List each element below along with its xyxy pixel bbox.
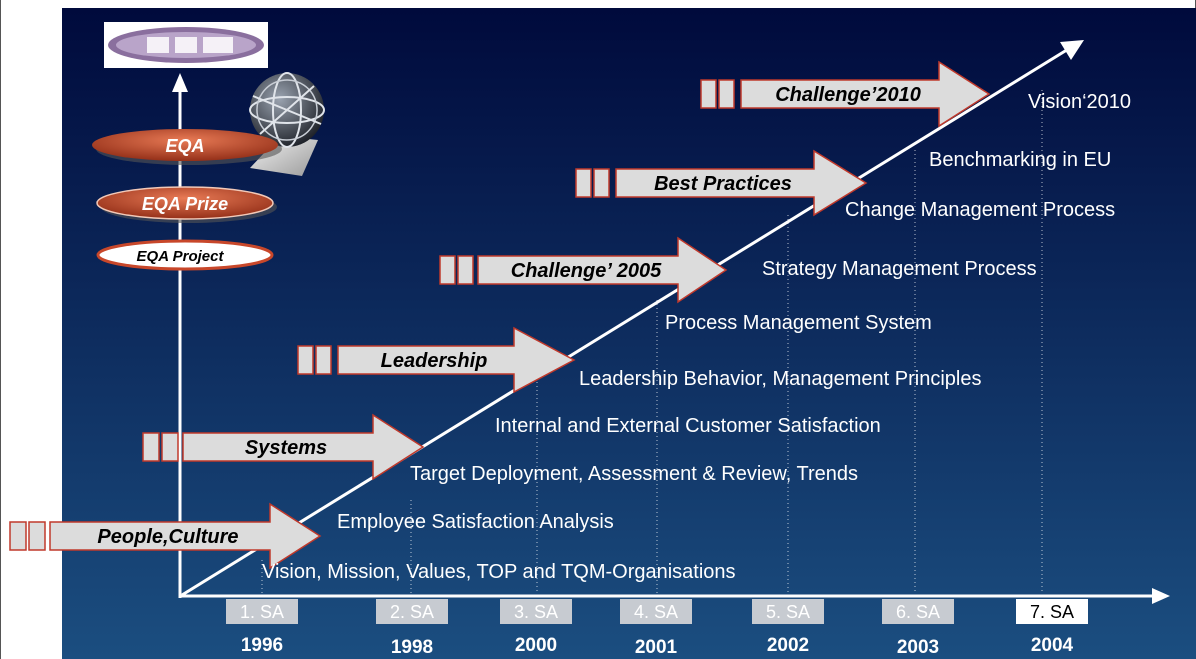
assessment-label: 4. SA [634, 602, 678, 622]
milestone-step: Internal and External Customer Satisfact… [495, 415, 881, 437]
phase-arrow-tail [142, 432, 160, 462]
assessment-year: 2002 [767, 635, 809, 656]
self-assessment-timeline: 1. SA 1996 2. SA 1998 3. SA 2000 4. SA 2001 5. S… [226, 599, 1088, 658]
maturity-axis [172, 73, 188, 598]
milestone-step: Target Deployment, Assessment & Review, … [410, 463, 858, 485]
milestone-step: Benchmarking in EU [929, 149, 1111, 171]
phase-label: Leadership [381, 350, 488, 372]
assessment-year: 2000 [515, 635, 557, 656]
phase-arrow: People,Culture [9, 502, 322, 570]
phase-arrow-tail [700, 79, 717, 109]
assessment-item: 3. SA 2000 [500, 599, 572, 656]
phase-label: Challenge’ 2005 [511, 260, 662, 282]
milestone-step: Vision, Mission, Values, TOP and TQM-Org… [262, 561, 736, 583]
phase-arrow-body [49, 502, 322, 570]
award-eqa-prize: EQA Prize [96, 186, 277, 223]
phase-label: Challenge’2010 [775, 84, 921, 106]
assessment-year: 1996 [241, 635, 283, 656]
phase-arrow-tail [575, 168, 592, 198]
award-eqa-project: EQA Project [96, 239, 274, 271]
phase-arrow-tail [315, 345, 332, 375]
phase-arrow-tail [161, 432, 179, 462]
assessment-label-box [620, 599, 692, 624]
organization-logo [104, 22, 268, 68]
assessment-label: 7. SA [1030, 602, 1074, 622]
assessment-label: 2. SA [390, 602, 434, 622]
phase-arrow: Challenge’ 2005 [439, 236, 728, 304]
assessment-label: 3. SA [514, 602, 558, 622]
phase-arrow: Systems [142, 413, 425, 481]
page-border-left [0, 0, 1, 659]
milestone-step: Vision‘2010 [1028, 91, 1131, 113]
phase-arrow: Best Practices [575, 149, 868, 217]
year-guides [261, 90, 1043, 594]
assessment-item: 4. SA 2001 [620, 599, 692, 658]
milestone-step: Strategy Management Process [762, 258, 1037, 280]
assessment-item: 2. SA 1998 [376, 599, 448, 658]
phase-arrow: Leadership [297, 326, 576, 394]
award-eqa-label: EQA [165, 136, 204, 156]
phase-arrow-tail [457, 255, 474, 285]
growth-diagonal-arrow [181, 40, 1084, 597]
assessment-item: 5. SA 2002 [752, 599, 824, 656]
phase-arrow-tail [28, 521, 46, 551]
milestone-step: Leadership Behavior, Management Principl… [579, 368, 981, 390]
milestone-step: Process Management System [665, 312, 932, 334]
phase-label: Best Practices [654, 173, 792, 195]
phase-arrow-body [615, 149, 868, 217]
assessment-label-box [752, 599, 824, 624]
award-eqa-project-label: EQA Project [137, 248, 225, 265]
phase-arrow-body [740, 60, 991, 128]
phase-arrow-tail [297, 345, 314, 375]
assessment-label: 6. SA [896, 602, 940, 622]
assessment-label-box [500, 599, 572, 624]
phase-arrow-tail [593, 168, 610, 198]
milestone-step: Employee Satisfaction Analysis [337, 511, 614, 533]
phase-arrow-body [182, 413, 425, 481]
assessment-year: 1998 [391, 637, 433, 658]
assessment-label-box [882, 599, 954, 624]
milestone-step: Change Management Process [845, 199, 1115, 221]
assessment-label-box [226, 599, 298, 624]
assessment-item: 1. SA 1996 [226, 599, 298, 656]
phase-arrow-body [477, 236, 728, 304]
assessment-year: 2001 [635, 637, 678, 658]
award-eqa-prize-label: EQA Prize [142, 194, 228, 214]
globe-trophy-icon [249, 72, 325, 176]
phase-arrows: People,Culture Systems Leadership Challenge… [9, 60, 991, 570]
phase-arrow: Challenge’2010 [700, 60, 991, 128]
phase-label: Systems [245, 437, 327, 459]
phase-arrow-tail [9, 521, 27, 551]
assessment-label-box [1016, 599, 1088, 624]
phase-arrow-tail [439, 255, 456, 285]
assessment-label: 1. SA [240, 602, 284, 622]
phase-arrow-body [337, 326, 576, 394]
milestone-steps: Vision, Mission, Values, TOP and TQM-Org… [262, 91, 1131, 583]
time-axis [180, 588, 1170, 604]
assessment-year: 2003 [897, 637, 939, 658]
assessment-item: 6. SA 2003 [882, 599, 954, 658]
assessment-item: 7. SA 2004 [1016, 599, 1088, 656]
assessment-year: 2004 [1031, 635, 1074, 656]
assessment-label-box [376, 599, 448, 624]
award-eqa: EQA [92, 129, 282, 165]
phase-arrow-tail [718, 79, 735, 109]
phase-label: People,Culture [97, 526, 238, 548]
assessment-label: 5. SA [766, 602, 810, 622]
